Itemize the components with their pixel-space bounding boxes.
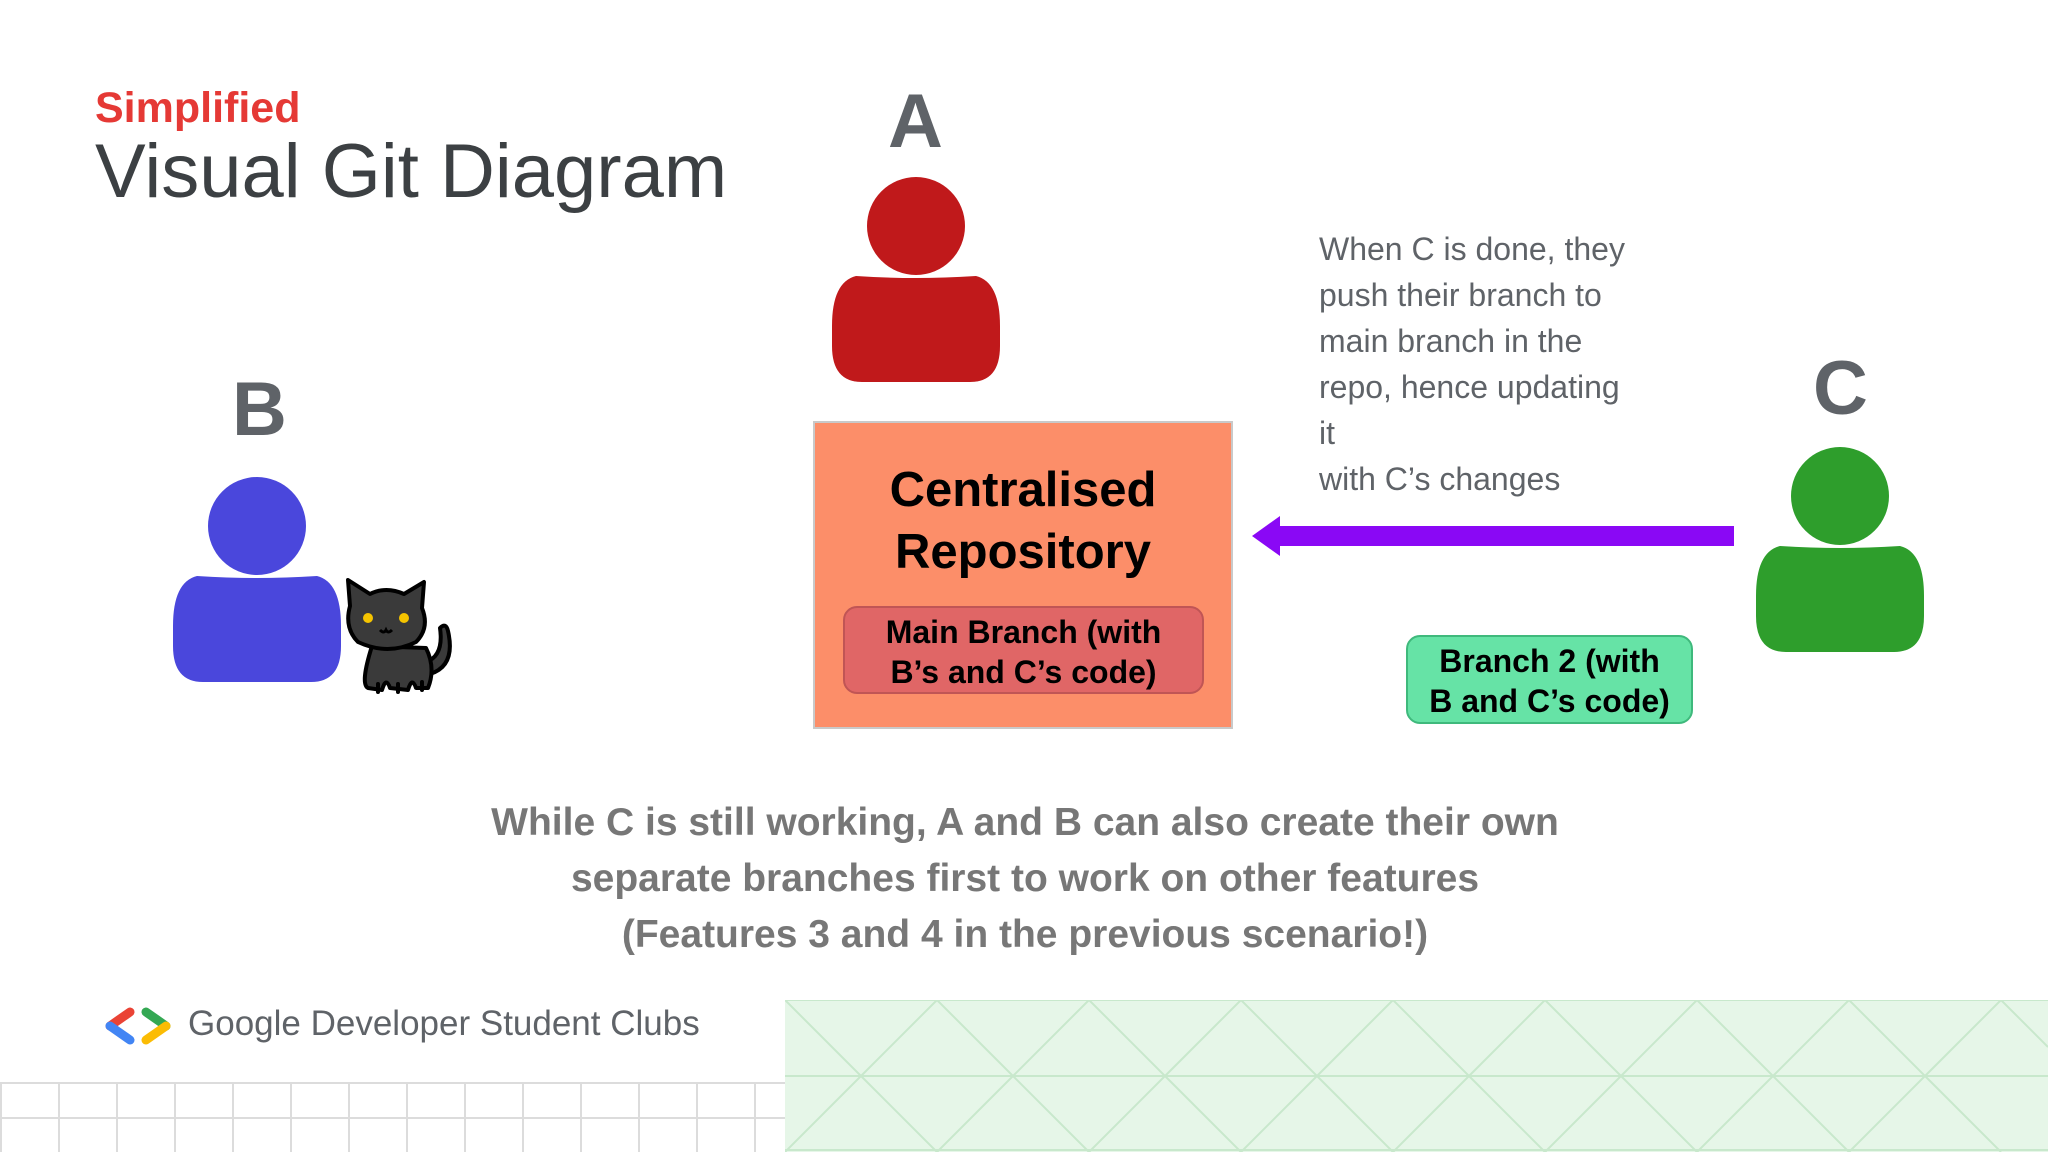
repository-title: Centralised Repository (889, 463, 1157, 579)
person-b-head (208, 477, 306, 575)
cat-icon (346, 578, 452, 694)
push-arrow-head (1252, 516, 1280, 556)
person-a-body (832, 276, 1000, 382)
main-branch-box: Main Branch (with B’s and C’s code) (843, 606, 1204, 694)
green-pattern-decoration (785, 1000, 2048, 1152)
push-note-text: When C is done, they push their branch t… (1319, 231, 1625, 497)
push-arrow (1252, 516, 1734, 556)
slide-subtitle: Simplified (95, 84, 301, 132)
person-b-body (173, 576, 341, 682)
branch-2-box: Branch 2 (with B and C’s code) (1406, 635, 1693, 724)
person-c-label: C (1813, 346, 1868, 431)
push-arrow-shaft (1280, 526, 1734, 546)
centralised-repository-box: Centralised Repository Main Branch (with… (813, 421, 1233, 729)
triangle-pattern (785, 1000, 2048, 1152)
person-b-label: B (232, 367, 287, 452)
person-c-icon (1756, 447, 1924, 652)
footer-brand: Google Developer Student Clubs (188, 1004, 700, 1043)
gdsc-logo-icon (105, 1007, 171, 1045)
person-a-head (867, 177, 965, 275)
person-c-body (1756, 546, 1924, 652)
slide-title: Visual Git Diagram (95, 129, 728, 214)
person-a-label: A (888, 79, 943, 164)
person-b-icon (173, 477, 341, 682)
person-c-head (1791, 447, 1889, 545)
person-a-icon (832, 177, 1000, 382)
slide-caption: While C is still working, A and B can al… (491, 801, 1559, 956)
